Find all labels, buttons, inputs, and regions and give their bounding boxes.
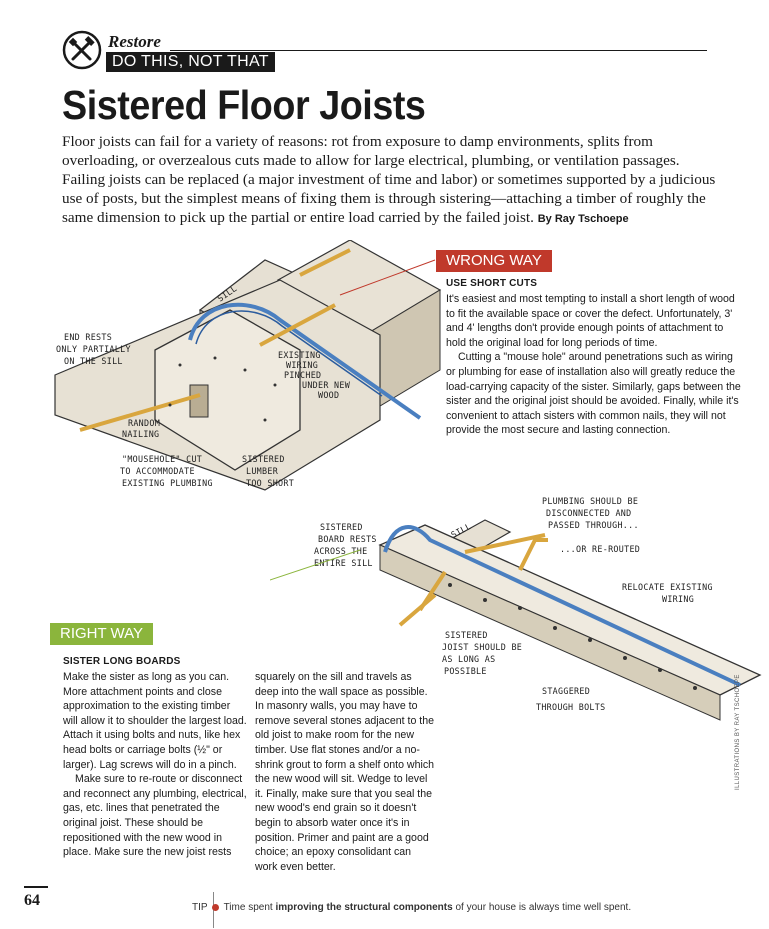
right-way-illustration: SILL SISTERED BOARD RESTS ACROSS THE ENT… — [270, 496, 762, 721]
intro-text: Floor joists can fail for a variety of r… — [62, 133, 716, 226]
label-bolts-1: STAGGERED — [542, 686, 590, 696]
pipe-rerouted — [518, 538, 548, 571]
label-mousehole-2: TO ACCOMMODATE — [120, 466, 195, 476]
right-paragraph-2: Make sure to re-route or disconnect and … — [63, 773, 247, 859]
label-end-rests-3: ON THE SILL — [64, 356, 123, 366]
tip-text-before: Time spent — [223, 902, 276, 913]
label-plumbing-3: PASSED THROUGH... — [548, 520, 639, 530]
crossed-hammer-saw-icon — [62, 30, 102, 70]
tip-label: TIP — [192, 902, 208, 913]
tip-bullet-icon — [211, 903, 219, 911]
label-board-rests-3: ACROSS THE — [314, 546, 367, 556]
tip-text-bold: improving the structural components — [275, 902, 453, 913]
right-leader-line — [270, 549, 361, 581]
right-way-heading: SISTER LONG BOARDS — [63, 656, 181, 667]
label-board-rests-2: BOARD RESTS — [318, 534, 377, 544]
label-end-rests-2: ONLY PARTIALLY — [56, 344, 131, 354]
wrong-paragraph-2: Cutting a "mouse hole" around penetratio… — [446, 351, 741, 437]
header-rule — [170, 50, 707, 51]
label-wiring-3: PINCHED — [284, 370, 321, 380]
page-number: 64 — [24, 892, 40, 909]
byline: By Ray Tschoepe — [537, 213, 629, 225]
wrong-way-heading: USE SHORT CUTS — [446, 278, 538, 289]
label-short-2: LUMBER — [246, 466, 279, 476]
subsection-label: DO THIS, NOT THAT — [106, 52, 275, 72]
section-name: Restore — [108, 32, 161, 51]
right-way-column-2: squarely on the sill and travels as deep… — [255, 670, 435, 874]
wrong-way-illustration: SILL END RESTS ONLY PARTIALLY ON THE SIL… — [54, 240, 442, 491]
wrong-way-body: It's easiest and most tempting to instal… — [446, 292, 742, 438]
wiring-cable — [383, 525, 741, 687]
label-long-4: POSSIBLE — [444, 666, 487, 676]
right-paragraph-1: Make the sister as long as you can. More… — [63, 671, 247, 771]
wiring-cable-2 — [195, 310, 383, 397]
wiring-cable — [188, 302, 422, 420]
pipe-3 — [79, 393, 201, 432]
label-mousehole-3: EXISTING PLUMBING — [122, 478, 213, 488]
pipe-3 — [398, 593, 437, 627]
label-relocate-1: RELOCATE EXISTING — [622, 582, 713, 592]
pipe-1 — [299, 248, 351, 277]
label-plumbing-2: DISCONNECTED AND — [546, 508, 631, 518]
label-short-3: TOO SHORT — [246, 478, 294, 488]
label-wiring-5: WOOD — [318, 390, 339, 400]
footer-rule — [24, 886, 48, 888]
tip-text-after: of your house is always time well spent. — [452, 902, 632, 913]
right-paragraph-3: squarely on the sill and travels as deep… — [255, 671, 435, 873]
label-mousehole-1: "MOUSEHOLE" CUT — [122, 454, 202, 464]
pipe-2 — [259, 303, 336, 347]
nail-dots — [168, 356, 277, 422]
label-board-rests-4: ENTIRE SILL — [314, 558, 373, 568]
wrong-way-tag: WRONG WAY — [436, 250, 552, 272]
intro-paragraph: Floor joists can fail for a variety of r… — [62, 132, 717, 229]
label-wiring-1: EXISTING — [278, 350, 321, 360]
label-nailing-2: NAILING — [122, 429, 159, 439]
label-long-2: JOIST SHOULD BE — [442, 642, 522, 652]
label-nailing-1: RANDOM — [128, 418, 160, 428]
label-end-rests-1: END RESTS — [64, 332, 112, 342]
sister-joist-side — [379, 544, 721, 721]
label-wiring-4: UNDER NEW — [302, 380, 351, 390]
illustration-credit: ILLUSTRATIONS BY RAY TSCHOEPE — [735, 674, 741, 790]
wrong-leader-line — [339, 259, 436, 296]
label-relocate-2: WIRING — [662, 594, 694, 604]
right-way-column-1: Make the sister as long as you can. More… — [63, 670, 247, 860]
label-long-1: SISTERED — [445, 630, 488, 640]
tip-line: TIP Time spent improving the structural c… — [192, 902, 631, 913]
bolt-dots — [448, 583, 697, 690]
label-rerouted: ...OR RE-ROUTED — [560, 544, 640, 554]
label-bolts-2: THROUGH BOLTS — [536, 702, 605, 712]
mousehole-cut — [189, 384, 209, 418]
page-title: Sistered Floor Joists — [62, 82, 426, 128]
right-way-tag: RIGHT WAY — [50, 623, 154, 645]
label-long-3: AS LONG AS — [442, 654, 495, 664]
label-board-rests-1: SISTERED — [320, 522, 363, 532]
label-wiring-2: WIRING — [286, 360, 318, 370]
label-short-1: SISTERED — [242, 454, 285, 464]
label-plumbing-1: PLUMBING SHOULD BE — [542, 496, 638, 506]
sister-board — [154, 309, 301, 471]
wrong-paragraph-1: It's easiest and most tempting to instal… — [446, 293, 735, 349]
pipe-1 — [464, 533, 546, 554]
section-header: Restore DO THIS, NOT THAT — [62, 30, 707, 74]
